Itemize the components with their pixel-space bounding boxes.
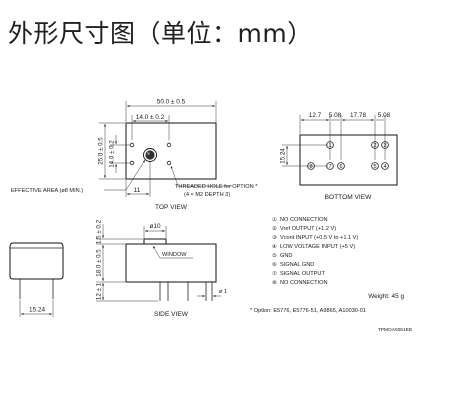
end-view: 15.24 <box>9 242 64 317</box>
bottom-pin: 7 <box>326 162 334 170</box>
top-view-body <box>125 122 217 180</box>
pin-legend: ① NO CONNECTION ② Vref OUTPUT (+1.2 V) ③… <box>272 216 358 286</box>
bottom-view: 12.7 5.08 17.78 5.08 15.24 1 2 3 8 7 <box>280 112 398 201</box>
dim-top-inner: 14.0 ± 0.2 <box>136 114 165 121</box>
dim-bottom-2: 17.78 <box>350 112 366 119</box>
effective-area-label: EFFECTIVE AREA (ø8 MIN.) <box>11 188 83 194</box>
dim-bottom-0: 12.7 <box>309 112 322 119</box>
dim-top-width: 50.0 ± 0.5 <box>157 99 186 106</box>
drawing-code: TPMOA0061EB <box>378 327 412 333</box>
legend-item: ① NO CONNECTION <box>272 216 328 223</box>
svg-text:GND: GND <box>280 253 292 259</box>
dim-bottom-height: 15.24 <box>280 148 287 164</box>
svg-text:Vref OUTPUT (+1.2 V): Vref OUTPUT (+1.2 V) <box>280 226 336 232</box>
svg-text:①: ① <box>272 216 277 223</box>
svg-text:5: 5 <box>373 164 376 170</box>
bottom-pin: 3 <box>381 141 389 149</box>
dim-side-body: 18.0 ± 0.5 <box>96 249 103 277</box>
dim-offset: 11 <box>134 187 141 194</box>
bottom-pin: 5 <box>371 162 379 170</box>
svg-text:8: 8 <box>309 164 312 170</box>
dim-top-inner-v: 14.0 ± 0.2 <box>109 140 116 168</box>
svg-text:④: ④ <box>272 243 277 250</box>
dim-window: ø10 <box>149 223 160 230</box>
svg-text:7: 7 <box>328 164 331 170</box>
bottom-pin: 4 <box>381 162 389 170</box>
bottom-pin: 8 <box>307 162 315 170</box>
weight-note: Weight: 45 g <box>368 293 404 300</box>
legend-item: ⑥ SIGNAL GND <box>272 261 314 268</box>
threaded-hole-icon <box>129 142 135 148</box>
dim-pin-dia: ø 1 <box>219 289 227 295</box>
threaded-hole-label: THREADED HOLE for OPTION * <box>175 184 258 190</box>
svg-text:⑦: ⑦ <box>272 270 277 277</box>
dim-side-pin: 12 ± 1 <box>96 282 103 300</box>
bottom-pin: 2 <box>371 141 379 149</box>
legend-item: ④ LOW VOLTAGE INPUT (+5 V) <box>272 243 355 250</box>
svg-text:4: 4 <box>383 164 386 170</box>
window-highlight <box>147 152 150 155</box>
bottom-pin: 6 <box>337 162 345 170</box>
end-view-body <box>9 242 64 280</box>
svg-text:⑧: ⑧ <box>272 279 277 286</box>
page-title: 外形尺寸图（单位：mm） <box>8 19 313 48</box>
option-note: * Option: E5776, E5776-51, A9865, A10030… <box>250 308 366 314</box>
bottom-pin: 1 <box>326 141 334 149</box>
legend-item: ⑧ NO CONNECTION <box>272 279 328 286</box>
legend-item: ③ Vcont INPUT (+0.5 V to +1.1 V) <box>272 234 358 241</box>
top-view-label: TOP VIEW <box>155 204 188 211</box>
svg-text:③: ③ <box>272 234 277 241</box>
threaded-hole-icon <box>166 160 172 166</box>
effective-area-icon <box>145 150 155 160</box>
dim-top-height: 25.0 ± 0.5 <box>98 137 105 165</box>
svg-text:⑤: ⑤ <box>272 252 277 259</box>
bottom-view-label: BOTTOM VIEW <box>325 194 373 201</box>
svg-text:SIGNAL OUTPUT: SIGNAL OUTPUT <box>280 271 325 277</box>
dim-bottom-3: 5.08 <box>378 112 391 119</box>
dim-end-width: 15.24 <box>29 307 45 314</box>
window-label: WINDOW <box>162 252 187 258</box>
legend-item: ⑤ GND <box>272 252 292 259</box>
legend-item: ⑦ SIGNAL OUTPUT <box>272 270 325 277</box>
svg-text:②: ② <box>272 225 277 232</box>
svg-text:NO CONNECTION: NO CONNECTION <box>280 217 328 223</box>
dim-bottom-1: 5.08 <box>329 112 342 119</box>
svg-text:LOW VOLTAGE INPUT (+5 V): LOW VOLTAGE INPUT (+5 V) <box>280 244 355 250</box>
svg-text:3: 3 <box>383 143 386 149</box>
svg-text:1: 1 <box>328 143 331 149</box>
threaded-hole-icon <box>166 142 172 148</box>
side-view-body <box>125 243 217 283</box>
svg-text:NO CONNECTION: NO CONNECTION <box>280 280 328 286</box>
svg-text:6: 6 <box>339 164 342 170</box>
side-view-label: SIDE VIEW <box>154 311 189 318</box>
legend-item: ② Vref OUTPUT (+1.2 V) <box>272 225 336 232</box>
svg-text:SIGNAL GND: SIGNAL GND <box>280 262 314 268</box>
svg-text:2: 2 <box>373 143 376 149</box>
dim-side-top: 1.5 ± 0.2 <box>96 219 103 244</box>
top-view: 50.0 ± 0.5 14.0 ± 0.2 25.0 ± 0.5 14.0 ± … <box>11 99 258 212</box>
bottom-view-body <box>299 134 398 186</box>
side-view: 1.5 ± 0.2 18.0 ± 0.5 12 ± 1 ø10 WINDOW ø… <box>96 219 228 318</box>
threaded-hole-icon <box>129 160 135 166</box>
threaded-hole-detail: (4 × M2 DEPTH 3) <box>184 192 230 198</box>
svg-text:Vcont INPUT (+0.5 V to +1.1 V): Vcont INPUT (+0.5 V to +1.1 V) <box>280 235 358 241</box>
svg-text:⑥: ⑥ <box>272 261 277 268</box>
